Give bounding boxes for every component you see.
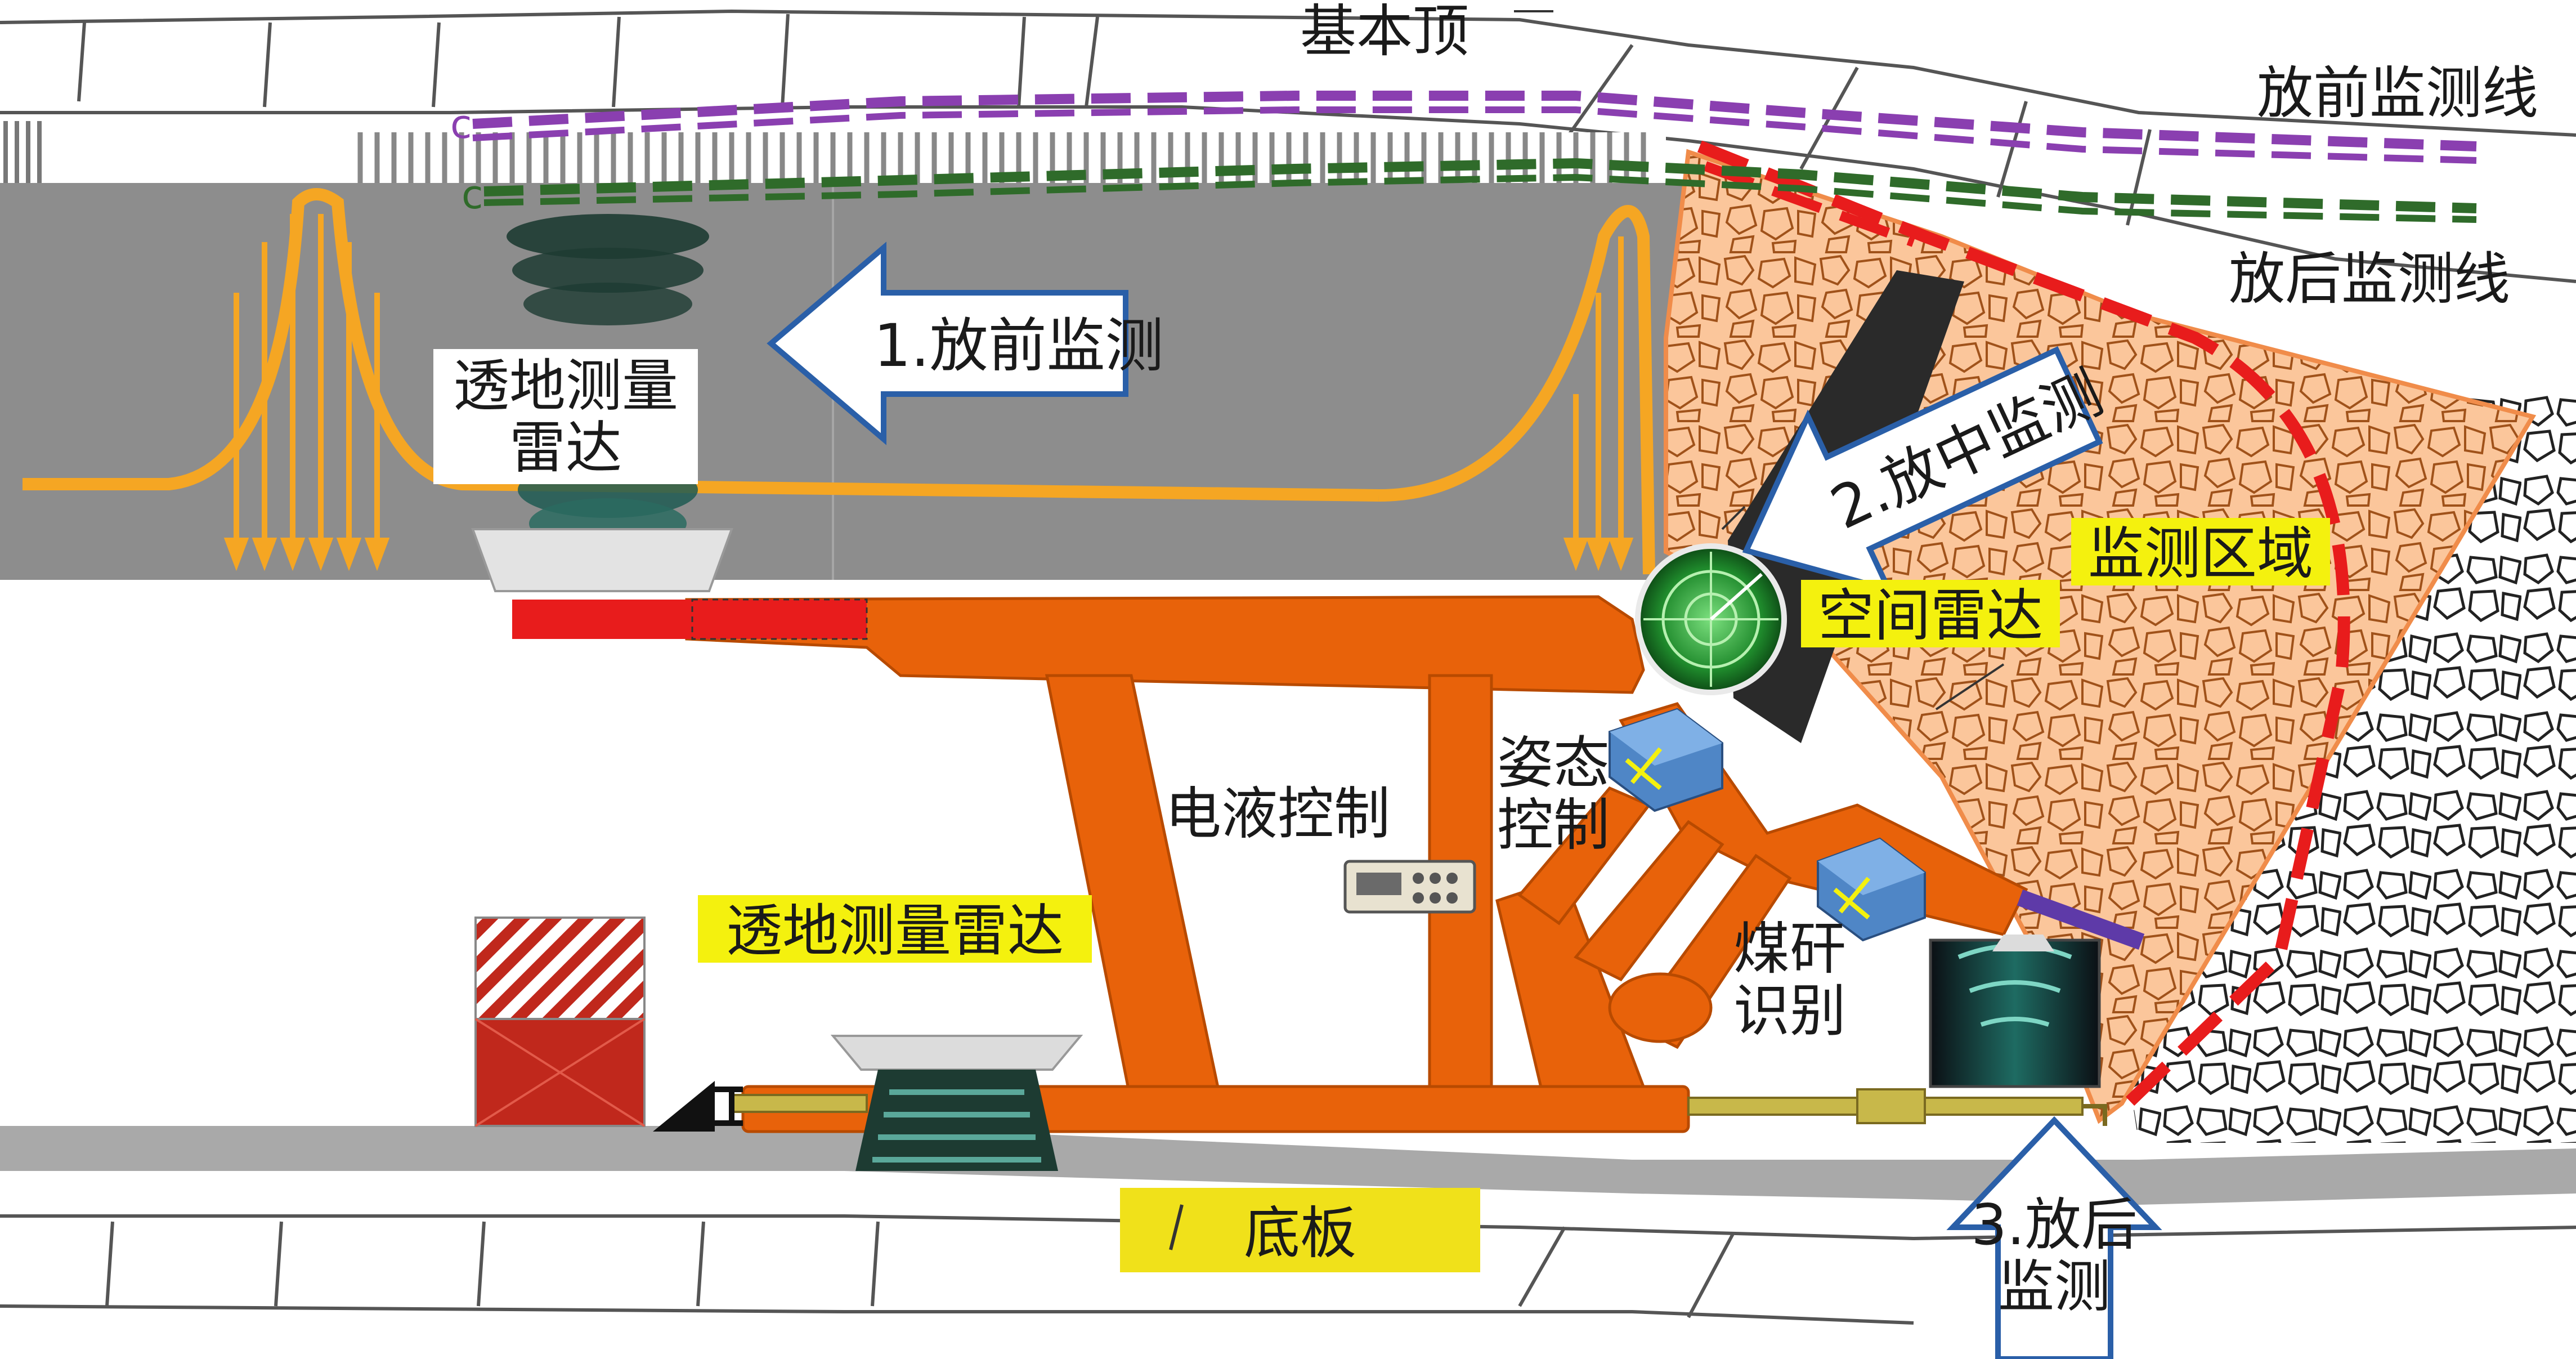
arrow-post-label-1: 3.放后 (1971, 1192, 2137, 1258)
arrow-post-monitor: 3.放后 监测 (1946, 1116, 2162, 1359)
attitude-label-2: 控制 (1497, 792, 1610, 858)
post-line-start-marker: c (462, 172, 483, 218)
floor-label: 底板 (1244, 1200, 1356, 1266)
gpr-wave-arrows-left (223, 214, 390, 571)
canopy-tip-dashed (691, 598, 868, 640)
basic-roof-label: 基本顶 (1300, 0, 1469, 64)
gpr-wave-arrows-right (1563, 236, 1634, 571)
space-radar-label-bg (1801, 580, 2060, 647)
monitor-zone-label-bg (2071, 518, 2330, 585)
pre-monitor-line-2 (472, 106, 2477, 164)
ehc-controller-icon (1343, 860, 1476, 914)
gpr-bottom-label-bg (698, 895, 1092, 963)
arrow-pre-label: 1.放前监测 (873, 311, 1163, 380)
ehc-label: 电液控制 (1165, 781, 1390, 847)
floor-label-tick (1169, 1204, 1184, 1250)
bottom-gpr-device (830, 1035, 1083, 1171)
space-radar-label: 空间雷达 (1818, 583, 2043, 649)
attitude-sensor-icon-2 (1817, 837, 1926, 942)
gpr-top-label-bg (433, 349, 698, 484)
floor-label-bg (1120, 1188, 1480, 1272)
canopy-tip (512, 600, 692, 639)
post-monitor-line (483, 158, 2477, 213)
roof-bottom-white (833, 580, 1677, 591)
attitude-sensor-icon (1609, 708, 1723, 812)
arrow-pre-monitor: 1.放前监测 (767, 242, 1164, 445)
gpr-bottom-label: 透地测量雷达 (726, 898, 1064, 964)
coal-rock-label-1: 煤矸 (1733, 916, 1846, 982)
space-radar-icon (1635, 543, 1787, 695)
gpr-top-label-1: 透地测量 (453, 353, 678, 419)
gpr-wave-right (1378, 205, 1655, 575)
attitude-label-1: 姿态 (1497, 730, 1610, 796)
gpr-top-label-2: 雷达 (509, 415, 622, 481)
leader-lines (1514, 10, 2005, 710)
roof-hatch-band (0, 121, 1666, 183)
pre-monitor-line-label: 放前监测线 (2257, 60, 2538, 126)
arrow-post-label-2: 监测 (1998, 1254, 2111, 1320)
pre-monitor-line (472, 91, 2477, 151)
post-monitor-line-label: 放后监测线 (2229, 246, 2510, 312)
coal-rock-label-2: 识别 (1733, 978, 1846, 1044)
pre-line-start-marker: c (450, 101, 472, 147)
monitor-boundary-inner (1703, 161, 1916, 247)
hatched-box (474, 917, 646, 1127)
coal-gangue-sensor (1929, 889, 2145, 1088)
post-monitor-line-2 (483, 173, 2477, 223)
push-rod (653, 1081, 2107, 1132)
monitor-boundary (1697, 140, 2350, 1119)
monitor-zone-label: 监测区域 (2088, 521, 2313, 587)
floor-strata (0, 1126, 2576, 1325)
